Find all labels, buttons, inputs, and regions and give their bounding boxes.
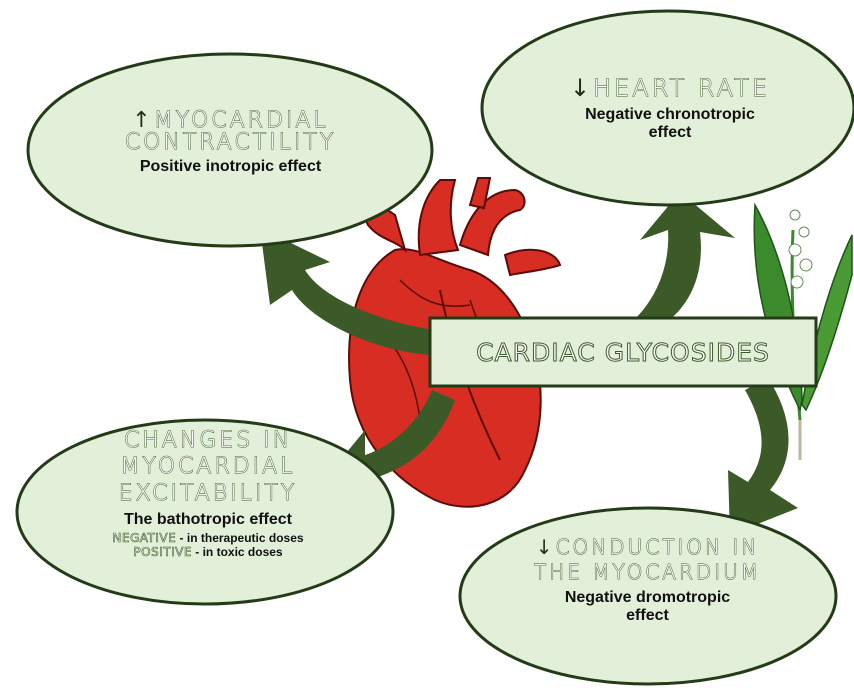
contractility-effect: Positive inotropic effect	[88, 158, 373, 176]
conduction-effect: Negative dromotropic effect	[553, 589, 743, 625]
contractility-title: ↑MYOCARDIAL CONTRACTILITY	[88, 110, 373, 154]
excitability-text: CHANGES IN MYOCARDIAL EXCITABILITY The b…	[88, 428, 328, 559]
down-arrow-icon: ↓	[570, 74, 593, 102]
excitability-title: CHANGES IN MYOCARDIAL EXCITABILITY	[88, 428, 328, 507]
contractility-text: ↑MYOCARDIAL CONTRACTILITY Positive inotr…	[88, 110, 373, 176]
heart-rate-title: ↓HEART RATE	[520, 76, 820, 100]
arrow-to-conduction	[728, 378, 798, 535]
heart-rate-text: ↓HEART RATE Negative chronotropic effect	[520, 76, 820, 142]
excitability-positive-line: POSITIVE - in toxic doses	[88, 545, 328, 559]
conduction-text: ↓CONDUCTION IN THE MYOCARDIUM Negative d…	[525, 535, 770, 625]
excitability-negative-line: NEGATIVE - in therapeutic doses	[88, 531, 328, 545]
excitability-effect: The bathotropic effect	[88, 511, 328, 529]
arrow-to-heart-rate	[625, 192, 735, 330]
conduction-title: ↓CONDUCTION IN THE MYOCARDIUM	[525, 535, 770, 585]
down-arrow-icon: ↓	[536, 535, 556, 559]
cardiac-glycosides-label: CARDIAC GLYCOSIDES	[430, 318, 816, 386]
heart-rate-effect: Negative chronotropic effect	[565, 106, 775, 142]
